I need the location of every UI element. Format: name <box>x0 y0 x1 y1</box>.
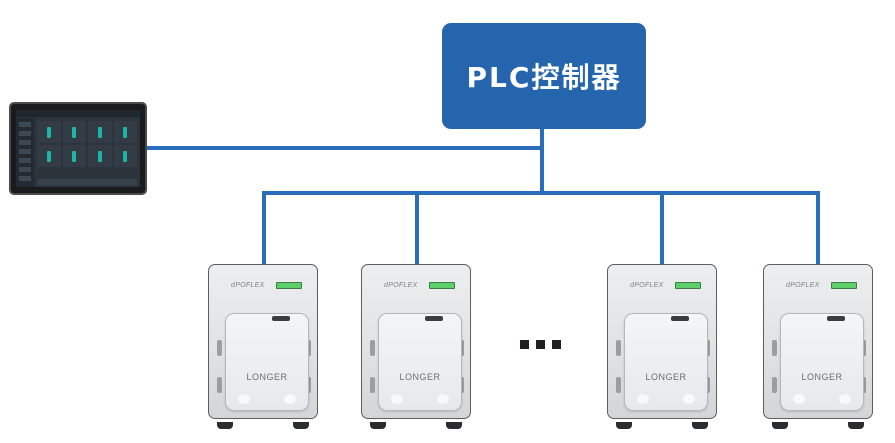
status-led <box>831 282 857 289</box>
pump-head: LONGER <box>624 313 708 411</box>
pump-drop-line-3 <box>660 191 664 266</box>
pump-logo: LONGER <box>801 372 843 382</box>
hmi-bottom-bar <box>37 179 137 185</box>
pump-bus-line <box>262 191 820 195</box>
peristaltic-pump-1: dPOFLEX LONGER <box>205 264 321 429</box>
pump-brand: dPOFLEX <box>231 282 265 289</box>
hmi-touchscreen <box>9 102 147 195</box>
hmi-sidebar <box>16 118 34 187</box>
pump-logo: LONGER <box>246 372 288 382</box>
hmi-link-line <box>147 146 542 150</box>
pump-drop-line-2 <box>415 191 419 266</box>
status-led <box>429 282 455 289</box>
hmi-pump-grid <box>37 121 137 167</box>
pump-logo: LONGER <box>399 372 441 382</box>
plc-label: PLC控制器 <box>466 61 622 94</box>
hmi-topbar <box>16 110 140 117</box>
peristaltic-pump-2: dPOFLEX LONGER <box>358 264 474 429</box>
pump-drop-line-1 <box>262 191 266 266</box>
peristaltic-pump-3: dPOFLEX LONGER <box>604 264 720 429</box>
pump-head: LONGER <box>225 313 309 411</box>
plc-down-line <box>540 129 544 195</box>
pump-brand: dPOFLEX <box>384 282 418 289</box>
hmi-screen <box>16 110 140 187</box>
status-led <box>675 282 701 289</box>
status-led <box>276 282 302 289</box>
pump-brand: dPOFLEX <box>630 282 664 289</box>
pump-brand: dPOFLEX <box>786 282 820 289</box>
pump-drop-line-4 <box>816 191 820 266</box>
pump-logo: LONGER <box>645 372 687 382</box>
pump-head: LONGER <box>780 313 864 411</box>
more-pumps-ellipsis <box>520 340 561 349</box>
peristaltic-pump-4: dPOFLEX LONGER <box>760 264 876 429</box>
plc-controller-box: PLC控制器 <box>442 23 646 129</box>
pump-head: LONGER <box>378 313 462 411</box>
